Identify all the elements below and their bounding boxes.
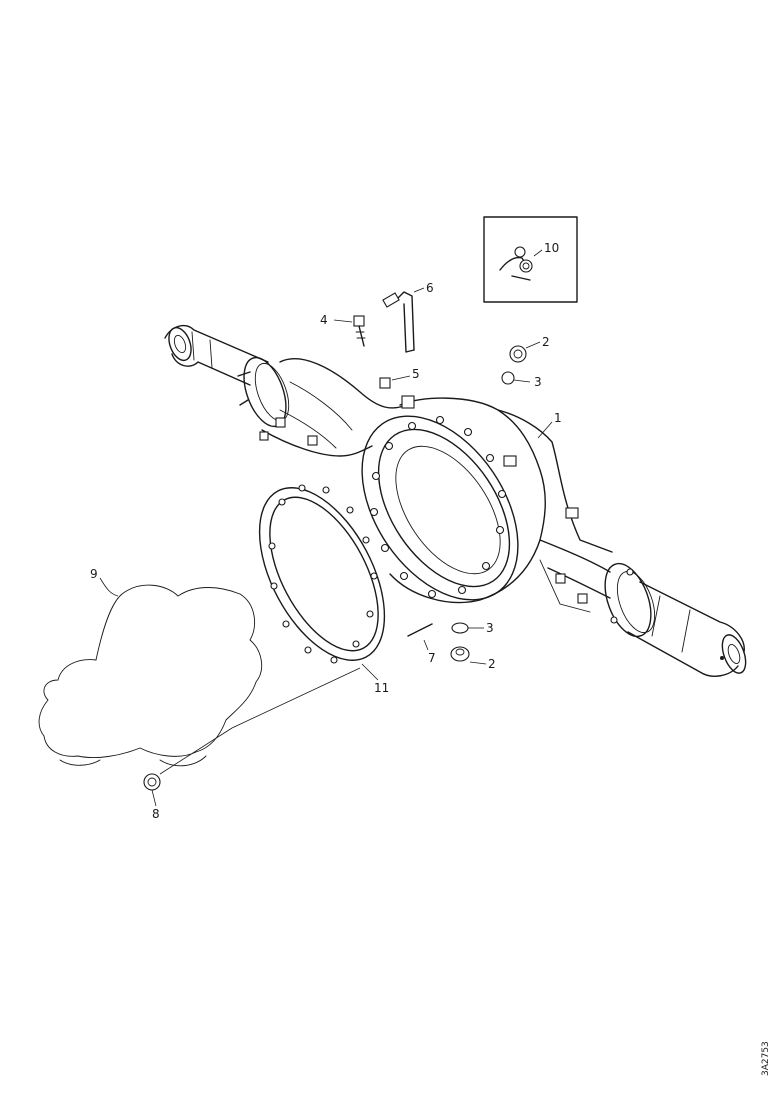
callout-3-upper: 3 [534,375,542,389]
nut-upper [509,345,527,363]
washer-lower [451,622,469,634]
callout-11: 11 [374,681,389,695]
reference-code: 3A2753 [761,1041,771,1076]
callout-1: 1 [554,411,562,425]
inset-fastener [499,246,533,281]
callout-10: 10 [544,241,559,255]
callout-labels: 1 2 2 3 3 4 5 6 7 8 9 10 11 [90,241,562,821]
callout-7: 7 [428,651,436,665]
washer-upper [501,371,515,385]
plug [379,377,391,389]
nut-lower [450,646,470,662]
callout-3-lower: 3 [486,621,494,635]
callout-6: 6 [426,281,434,295]
breather-pipe [382,291,415,353]
callout-4: 4 [320,313,328,327]
housing-ring-bolts [369,415,507,599]
gasket [258,484,386,664]
leader-lines [99,249,553,807]
stud [407,623,433,637]
callout-9: 9 [90,567,98,581]
callout-5: 5 [412,367,420,381]
inset-box [483,216,578,303]
callout-2-upper: 2 [542,335,550,349]
carrier-outline [38,584,263,758]
carrier-nut [143,773,161,791]
callout-8: 8 [152,807,160,821]
axle-housing [164,324,747,677]
breather-fitting [353,315,366,347]
callout-2-lower: 2 [488,657,496,671]
